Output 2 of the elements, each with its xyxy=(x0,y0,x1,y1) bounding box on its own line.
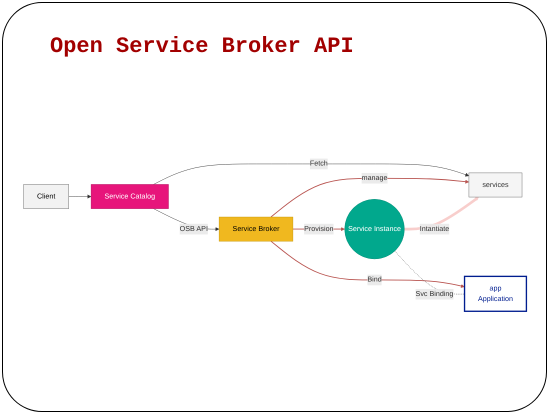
title: Open Service Broker API xyxy=(50,34,354,59)
arrow xyxy=(270,240,465,288)
